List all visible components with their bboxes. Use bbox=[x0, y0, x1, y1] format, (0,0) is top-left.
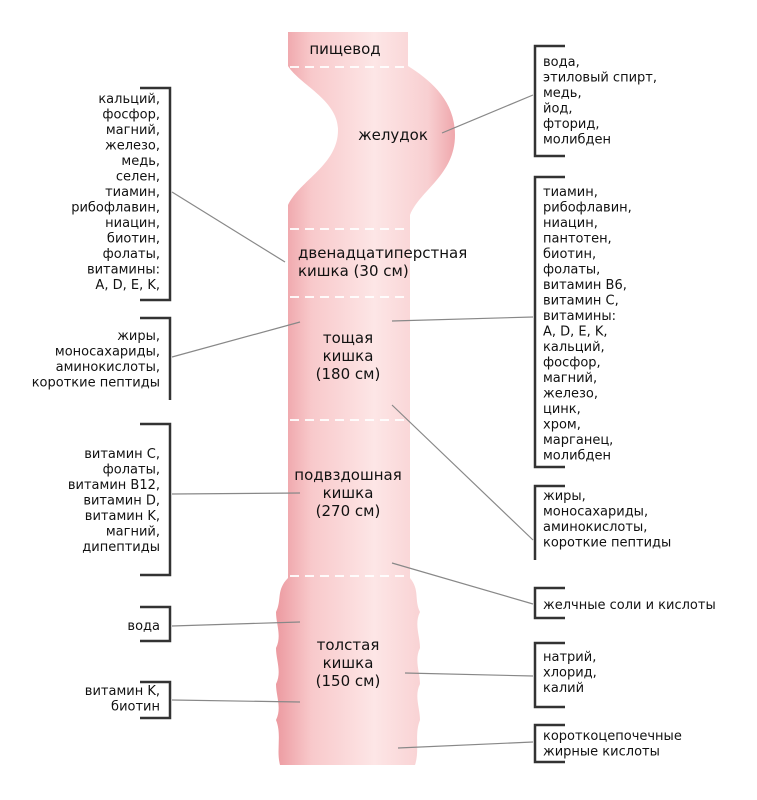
segment-dividers bbox=[290, 66, 408, 577]
right-nutrient-lists: вода,этиловый спирт,медь,йод,фторид,моли… bbox=[543, 55, 716, 760]
nutrient-list: жиры,моносахариды,аминокислоты,короткие … bbox=[32, 329, 160, 391]
digestive-tube bbox=[276, 32, 455, 765]
nutrient-list: натрий,хлорид,калий bbox=[543, 650, 597, 696]
left-nutrient-lists: кальций,фосфор,магний,железо,медь,селен,… bbox=[32, 92, 160, 715]
nutrient-list: тиамин,рибофлавин,ниацин,пантотен,биотин… bbox=[543, 185, 632, 464]
segment-label: желудок bbox=[358, 126, 428, 144]
nutrient-list: жиры,моносахариды,аминокислоты,короткие … bbox=[543, 489, 671, 551]
right-brackets bbox=[533, 44, 565, 764]
nutrient-list: вода,этиловый спирт,медь,йод,фторид,моли… bbox=[543, 55, 657, 148]
nutrient-list: вода bbox=[127, 619, 160, 634]
nutrient-list: витамин K,биотин bbox=[85, 684, 160, 715]
left-brackets bbox=[140, 86, 172, 720]
nutrient-list: витамин C,фолаты,витамин B12,витамин D,в… bbox=[68, 447, 160, 555]
nutrient-list: кальций,фосфор,магний,железо,медь,селен,… bbox=[71, 92, 160, 293]
connector-lines bbox=[171, 94, 534, 749]
segment-label: пищевод bbox=[309, 40, 380, 58]
nutrient-list: желчные соли и кислоты bbox=[543, 598, 716, 613]
